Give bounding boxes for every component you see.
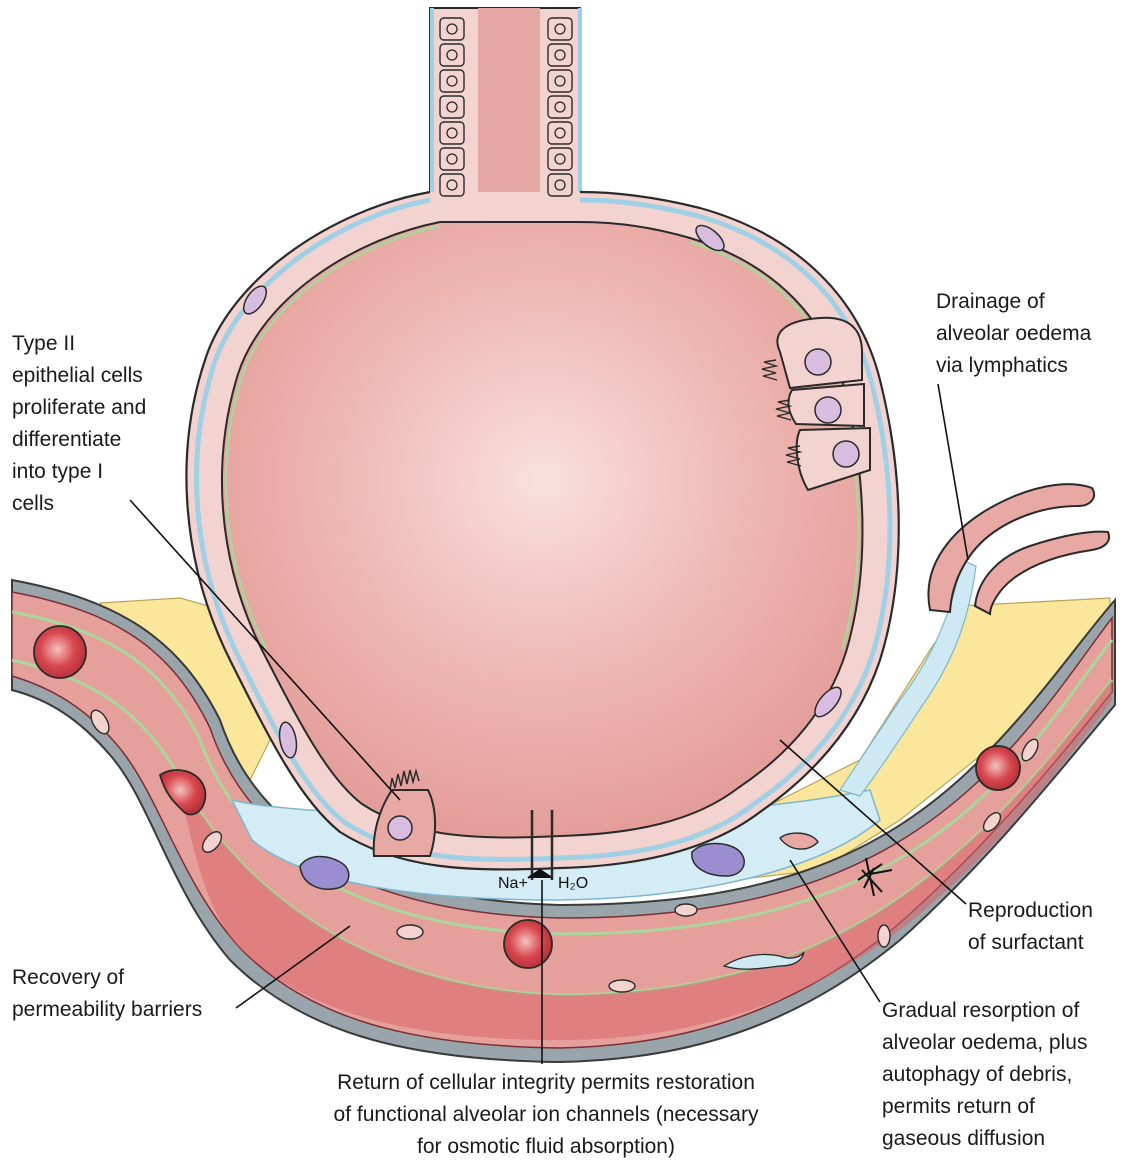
label-line: for osmotic fluid absorption) xyxy=(266,1131,826,1163)
label-line: into type I xyxy=(12,456,146,488)
leader-drainage xyxy=(938,384,968,560)
label-line: Type II xyxy=(12,328,146,360)
label-line: Gradual resorption of xyxy=(882,995,1087,1027)
label-line: autophagy of debris, xyxy=(882,1059,1087,1091)
bronchiole-epithelium-right xyxy=(548,18,572,196)
label-line: gaseous diffusion xyxy=(882,1123,1087,1155)
label-line: proliferate and xyxy=(12,392,146,424)
label-line: of functional alveolar ion channels (nec… xyxy=(266,1099,826,1131)
alveolar-space xyxy=(222,222,863,837)
sodium-ion-label: Na+ xyxy=(498,875,528,892)
red-blood-cell xyxy=(34,626,86,678)
label-permeability: Recovery of permeability barriers xyxy=(12,962,202,1026)
red-blood-cell xyxy=(504,920,552,968)
type-ii-nucleus-lower xyxy=(388,816,412,840)
label-line: via lymphatics xyxy=(936,350,1091,382)
label-line: cells xyxy=(12,488,146,520)
water-label: H₂O xyxy=(558,875,588,892)
label-line: Recovery of xyxy=(12,962,202,994)
label-line: Drainage of xyxy=(936,286,1091,318)
label-line: epithelial cells xyxy=(12,360,146,392)
label-line: of surfactant xyxy=(968,927,1093,959)
bronchiole-epithelium-left xyxy=(440,18,464,196)
label-line: permeability barriers xyxy=(12,994,202,1026)
label-type-ii-cells: Type II epithelial cells proliferate and… xyxy=(12,328,146,520)
label-surfactant: Reproduction of surfactant xyxy=(968,895,1093,959)
label-line: alveolar oedema xyxy=(936,318,1091,350)
label-line: Return of cellular integrity permits res… xyxy=(266,1067,826,1099)
label-drainage: Drainage of alveolar oedema via lymphati… xyxy=(936,286,1091,382)
label-line: alveolar oedema, plus xyxy=(882,1027,1087,1059)
label-line: Reproduction xyxy=(968,895,1093,927)
red-blood-cell xyxy=(976,746,1020,790)
bronchiole-lumen xyxy=(478,8,540,196)
label-line: differentiate xyxy=(12,424,146,456)
label-ion-channels: Return of cellular integrity permits res… xyxy=(266,1067,826,1163)
label-line: permits return of xyxy=(882,1091,1087,1123)
label-resorption: Gradual resorption of alveolar oedema, p… xyxy=(882,995,1087,1155)
